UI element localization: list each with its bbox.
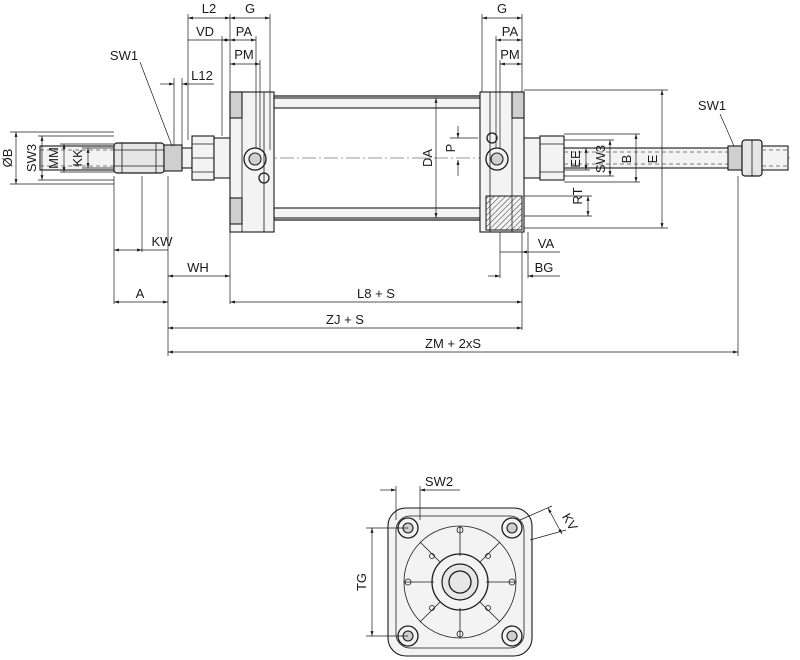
label-pm-left: PM (234, 47, 254, 62)
label-zj-s: ZJ + S (326, 312, 364, 327)
label-pa-left: PA (236, 24, 253, 39)
label-mm: MM (46, 147, 61, 169)
label-da: DA (420, 149, 435, 167)
side-view: L2 G VD PA PM SW1 L12 G PA PM SW1 (0, 1, 790, 356)
label-l8-s: L8 + S (357, 286, 395, 301)
left-tie-rod-nut-bottom (229, 197, 243, 225)
right-tie-rod-nut-top (511, 91, 525, 119)
bottom-dimensions: KW VA WH BG A L8 + S ZJ + S ZM + 2xS (113, 176, 739, 356)
label-rt: RT (570, 187, 585, 204)
left-rod-nut (113, 142, 165, 174)
mounting-thread-rt (485, 195, 523, 231)
left-rod-wrench-flat (163, 144, 183, 172)
label-e: E (645, 154, 660, 163)
right-bearing-gland (539, 135, 565, 181)
end-rod (441, 563, 479, 601)
label-kk: KK (70, 149, 85, 167)
label-b: B (619, 155, 634, 164)
label-bg: BG (535, 260, 554, 275)
label-kw: KW (152, 234, 174, 249)
label-l2: L2 (202, 1, 216, 16)
label-pa-right: PA (502, 24, 519, 39)
right-vertical-dimensions: DA P EE SW3 B E RT (420, 89, 668, 229)
right-rod-wrench-flat (727, 145, 743, 171)
tie-rod-top (273, 97, 481, 109)
end-view: SW2 KV TG (354, 474, 581, 657)
label-vd: VD (196, 24, 214, 39)
label-a: A (136, 286, 145, 301)
top-dimensions: L2 G VD PA PM SW1 L12 G PA PM SW1 (110, 1, 735, 150)
label-kv: KV (559, 510, 581, 533)
left-vertical-dimensions: ØB SW3 MM KK (0, 131, 114, 185)
label-va: VA (538, 236, 555, 251)
right-cushion-screw (486, 132, 498, 144)
label-sw3-left: SW3 (24, 144, 39, 172)
label-wh: WH (187, 260, 209, 275)
label-ob: ØB (0, 149, 15, 168)
label-sw1-left: SW1 (110, 48, 138, 63)
end-gland (431, 553, 489, 611)
label-l12: L12 (191, 68, 213, 83)
right-rod-thread (761, 145, 789, 171)
label-g-right: G (497, 1, 507, 16)
label-g-left: G (245, 1, 255, 16)
label-pm-right: PM (500, 47, 520, 62)
label-ee: EE (568, 150, 583, 168)
label-tg: TG (354, 573, 369, 591)
label-sw1-right: SW1 (698, 98, 726, 113)
left-tie-rod-nut-top (229, 91, 243, 119)
label-p: P (443, 144, 458, 153)
tie-rod-bottom (273, 207, 481, 219)
label-zm-2xs: ZM + 2xS (425, 336, 481, 351)
left-air-port (243, 147, 267, 171)
label-sw2: SW2 (425, 474, 453, 489)
left-cushion-screw (258, 172, 270, 184)
right-air-port (485, 147, 509, 171)
label-sw3-right: SW3 (593, 145, 608, 173)
